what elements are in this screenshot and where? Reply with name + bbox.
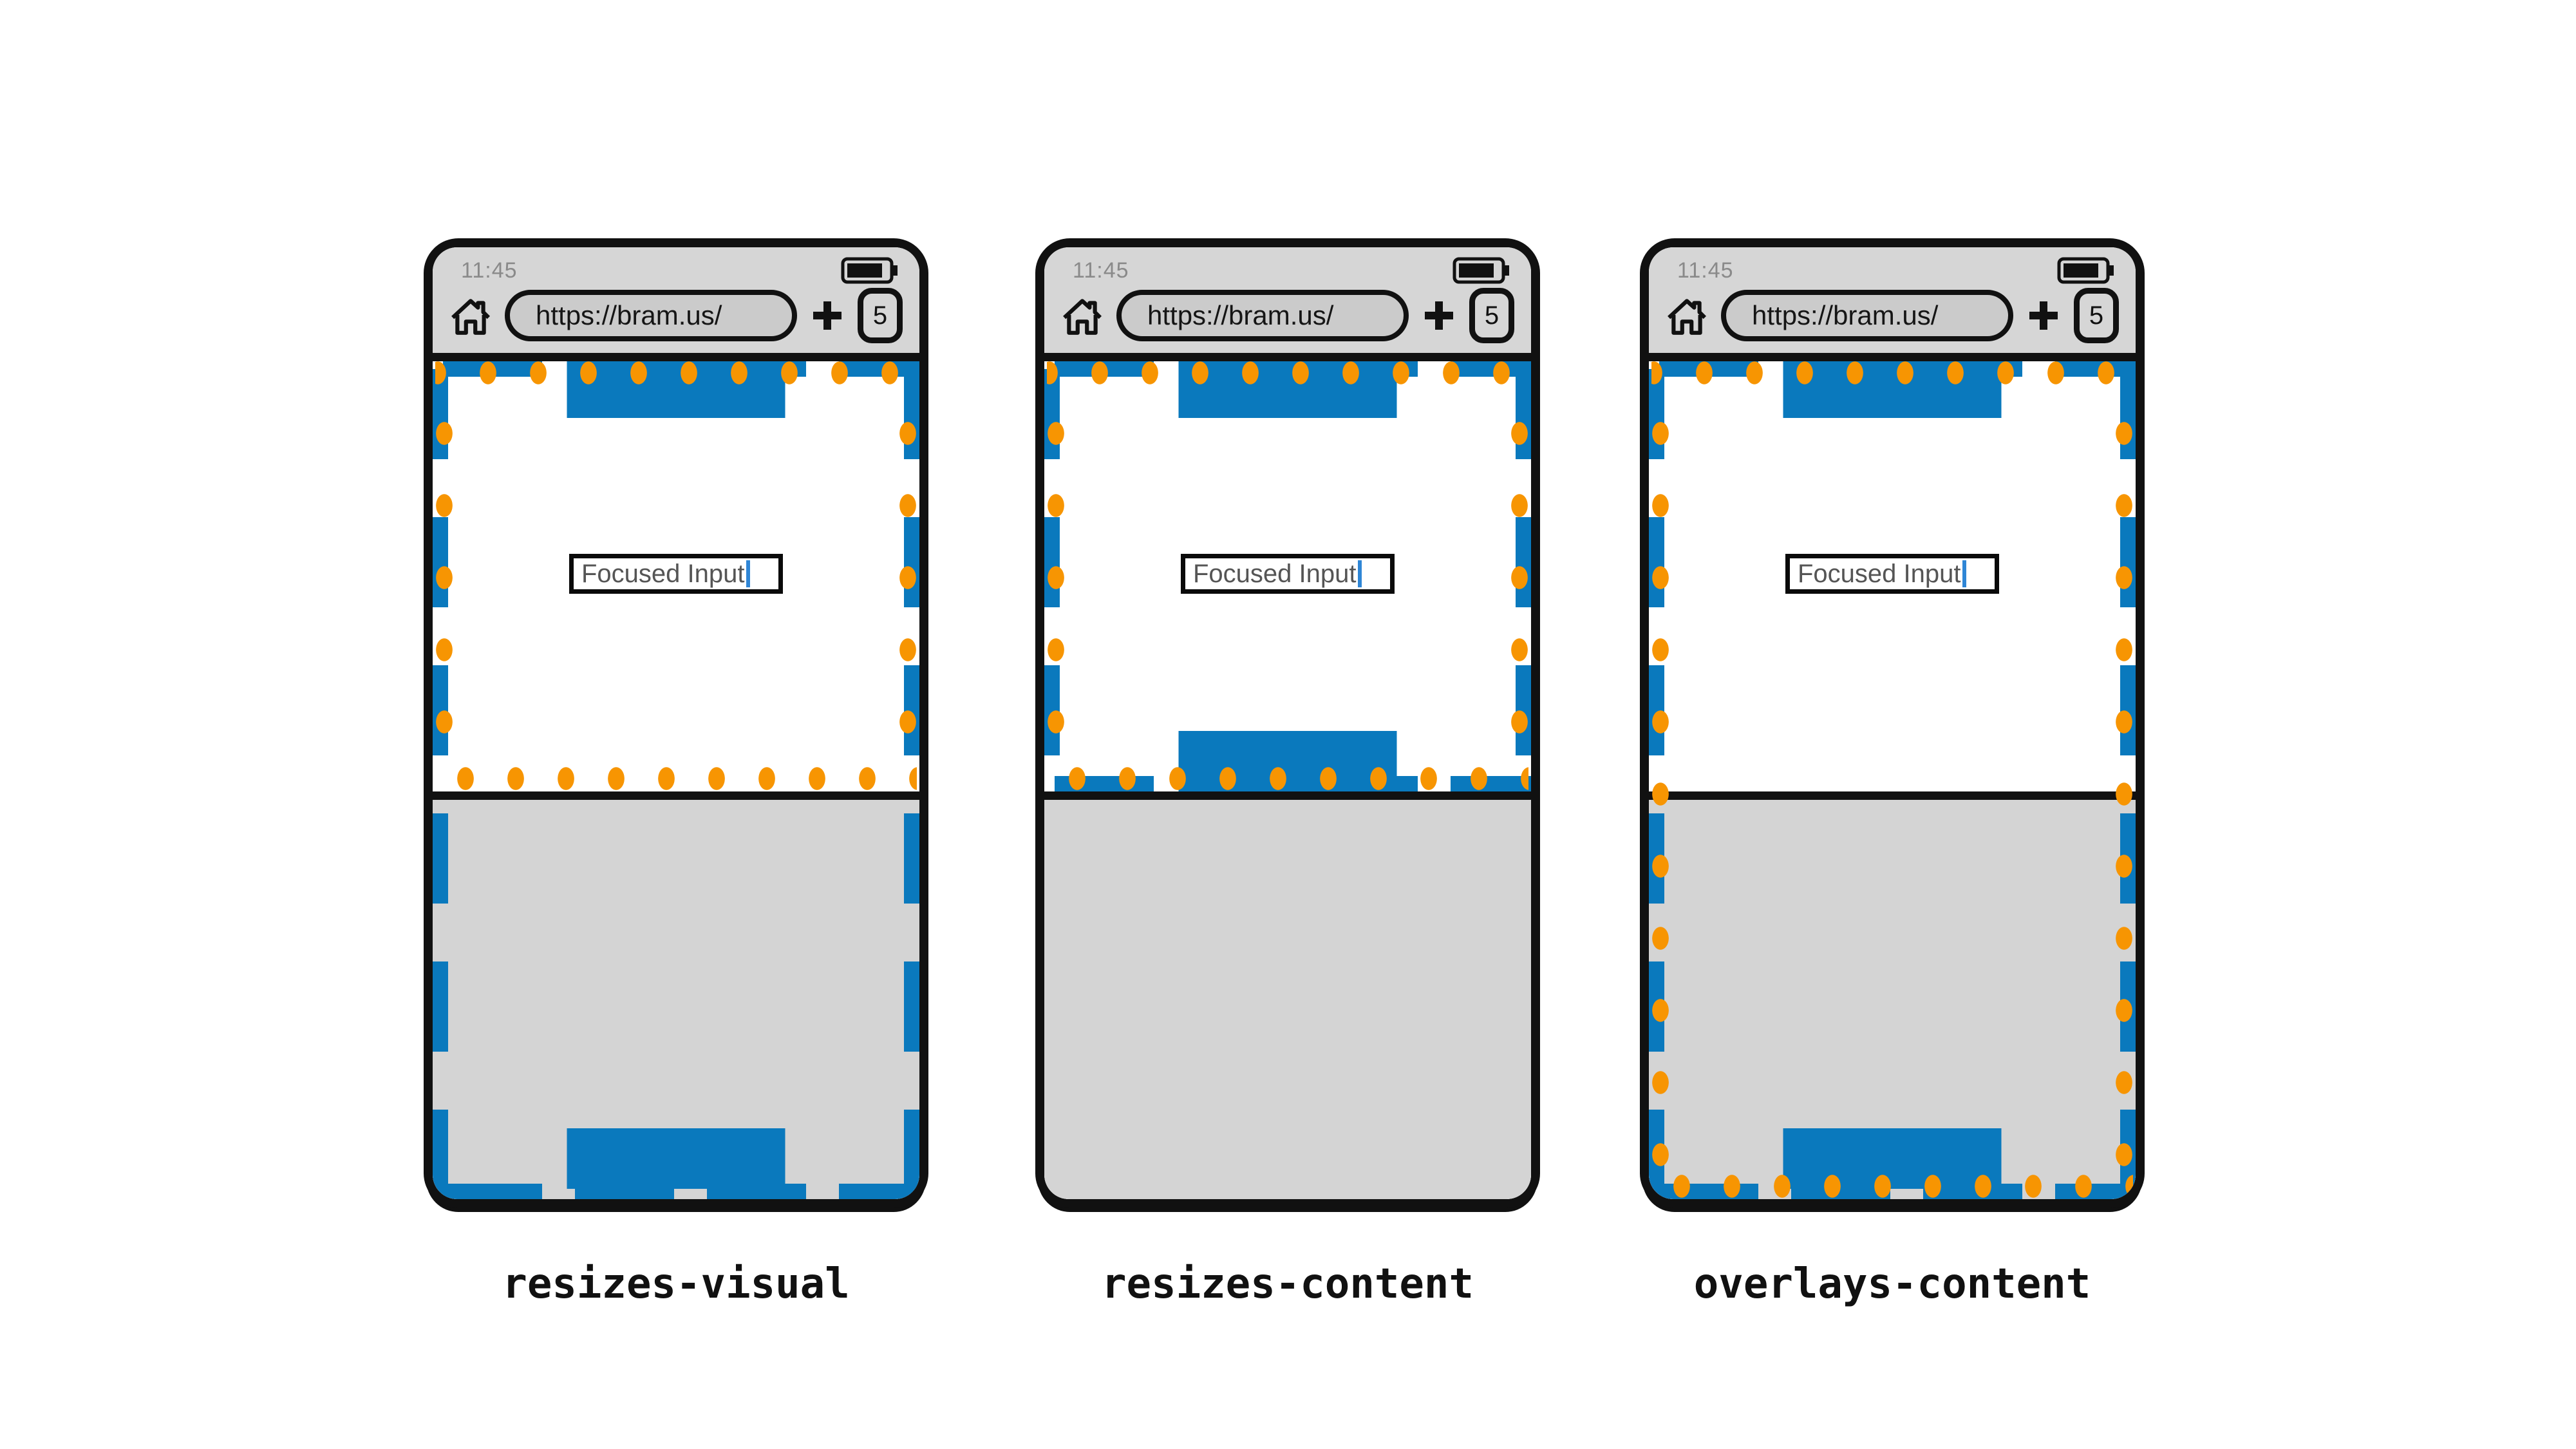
dashed-border-left <box>433 361 448 1199</box>
focused-input-value: Focused Input <box>1193 559 1357 588</box>
url-text: https://bram.us/ <box>1752 300 1939 330</box>
dashed-border-right <box>904 361 919 1199</box>
status-bar: 11:45 <box>1677 255 2116 286</box>
layout-viewport-border <box>1649 361 2136 1199</box>
phone-screen: 11:45 <box>1649 247 2136 1199</box>
keyboard-top-edge <box>1044 791 1531 800</box>
viewport-area: Focused Input <box>433 359 919 1199</box>
phone-screen: 11:45 <box>433 247 919 1199</box>
url-text: https://bram.us/ <box>1147 300 1334 330</box>
viewport-area: Focused Input <box>1649 359 2136 1199</box>
page-footer-block <box>1783 1128 2002 1189</box>
page-header-block <box>567 361 785 418</box>
dashed-border-right <box>1516 361 1531 791</box>
browser-nav-row: https://bram.us/ 5 <box>1061 283 1514 348</box>
status-time: 11:45 <box>461 258 518 283</box>
phone-mockup-overlays-content: 11:45 <box>1640 238 2145 1208</box>
status-time: 11:45 <box>1677 258 1734 283</box>
battery-icon <box>1453 256 1512 285</box>
home-icon[interactable] <box>449 294 492 337</box>
tab-count-button[interactable]: 5 <box>858 288 903 343</box>
page-header-block <box>1783 361 2002 418</box>
url-bar[interactable]: https://bram.us/ <box>1116 290 1409 341</box>
browser-nav-row: https://bram.us/ 5 <box>449 283 903 348</box>
text-caret <box>1962 560 1966 587</box>
variant-label-resizes-visual: resizes-visual <box>502 1260 850 1308</box>
battery-icon <box>2057 256 2116 285</box>
focused-input[interactable]: Focused Input <box>1785 554 1999 594</box>
tab-count: 5 <box>872 301 888 330</box>
dashed-border-left <box>1044 361 1060 791</box>
phone-mockup-resizes-visual: 11:45 <box>424 238 928 1208</box>
tab-count-button[interactable]: 5 <box>1469 288 1514 343</box>
viewport-area: Focused Input <box>1044 359 1531 1199</box>
focused-input-value: Focused Input <box>1798 559 1961 588</box>
tab-count-button[interactable]: 5 <box>2074 288 2119 343</box>
plus-icon[interactable] <box>1422 298 1456 333</box>
home-icon[interactable] <box>1061 294 1104 337</box>
plus-icon[interactable] <box>2026 298 2061 333</box>
page-footer-block <box>567 1128 785 1189</box>
virtual-keyboard <box>1044 800 1531 1199</box>
browser-chrome: 11:45 <box>1649 247 2136 361</box>
home-icon[interactable] <box>1666 294 1708 337</box>
focused-input[interactable]: Focused Input <box>569 554 783 594</box>
variant-label-overlays-content: overlays-content <box>1693 1260 2091 1308</box>
focused-input-value: Focused Input <box>581 559 745 588</box>
status-bar: 11:45 <box>1073 255 1512 286</box>
page-header-block <box>1178 361 1397 418</box>
tab-count: 5 <box>1484 301 1500 330</box>
dashed-border-right <box>2120 361 2136 1199</box>
plus-icon[interactable] <box>810 298 845 333</box>
status-time: 11:45 <box>1073 258 1129 283</box>
url-bar[interactable]: https://bram.us/ <box>1721 290 2013 341</box>
browser-chrome: 11:45 <box>1044 247 1531 361</box>
layout-viewport-border <box>433 361 919 1199</box>
tab-count: 5 <box>2089 301 2104 330</box>
text-caret <box>1357 560 1362 587</box>
browser-chrome: 11:45 <box>433 247 919 361</box>
battery-icon <box>841 256 900 285</box>
focused-input[interactable]: Focused Input <box>1181 554 1395 594</box>
variant-label-resizes-content: resizes-content <box>1102 1260 1474 1308</box>
phone-screen: 11:45 <box>1044 247 1531 1199</box>
keyboard-top-edge <box>1649 791 2136 800</box>
browser-nav-row: https://bram.us/ 5 <box>1666 283 2119 348</box>
dashed-border-left <box>1649 361 1664 1199</box>
status-bar: 11:45 <box>461 255 900 286</box>
keyboard-top-edge <box>433 791 919 800</box>
url-bar[interactable]: https://bram.us/ <box>505 290 797 341</box>
text-caret <box>746 560 750 587</box>
phone-mockup-resizes-content: 11:45 <box>1035 238 1540 1208</box>
page-footer-block <box>1178 731 1397 791</box>
url-text: https://bram.us/ <box>536 300 722 330</box>
